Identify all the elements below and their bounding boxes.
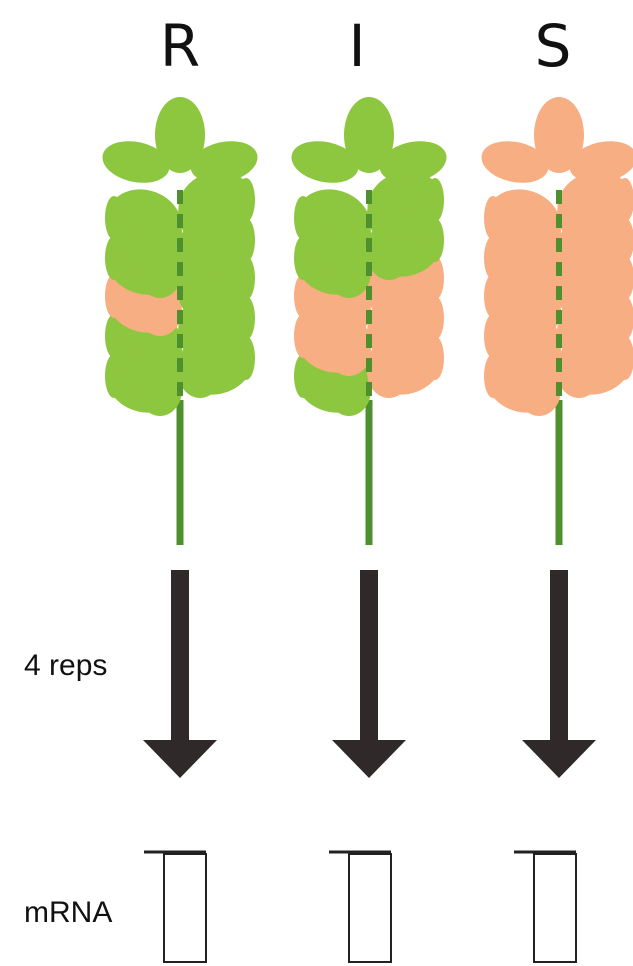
spikelet-edge	[237, 178, 255, 222]
arrow-head	[522, 740, 596, 778]
column-label-i: I	[348, 12, 365, 80]
wheat-spike-susceptible	[477, 97, 633, 545]
spikelet-inner	[367, 188, 411, 240]
column-label-s: S	[535, 12, 572, 80]
wheat-spike-intermediate	[287, 97, 451, 545]
spikelet-edge	[484, 196, 502, 240]
spikelet-inner	[178, 188, 222, 240]
reps-label: 4 reps	[24, 649, 107, 682]
arrow-shaft	[360, 570, 378, 742]
mrna-label: mRNA	[24, 896, 112, 929]
arrow-head	[332, 740, 406, 778]
mrna-tube	[534, 854, 576, 962]
spikelet-edge	[294, 196, 312, 240]
arrow-shaft	[550, 570, 568, 742]
spikelet-inner	[327, 206, 371, 258]
spikelet-inner	[138, 206, 182, 258]
column-label-r: R	[160, 12, 200, 80]
stem	[556, 400, 563, 545]
spikelet-inner	[557, 188, 601, 240]
spikelet-edge	[426, 178, 444, 222]
mrna-tubes	[144, 852, 576, 962]
stem	[366, 400, 373, 545]
arrow-shaft	[171, 570, 189, 742]
mrna-tube	[164, 854, 206, 962]
arrows	[143, 570, 596, 778]
stem	[177, 400, 184, 545]
mrna-tube	[349, 854, 391, 962]
arrow-head	[143, 740, 217, 778]
spikelet-edge	[105, 196, 123, 240]
spikelet-inner	[517, 206, 561, 258]
wheat-spike-resistant	[98, 97, 262, 545]
